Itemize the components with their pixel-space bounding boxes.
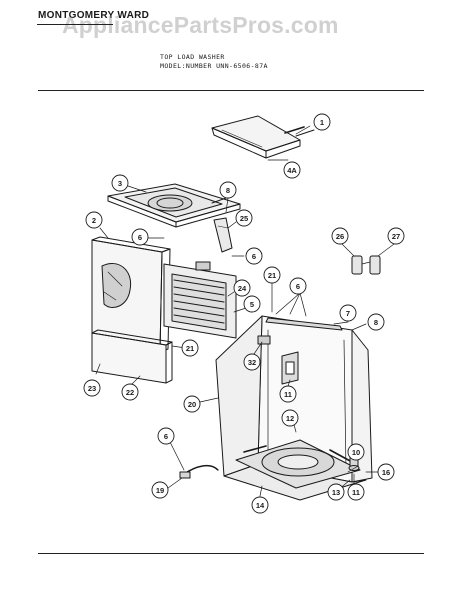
brand-name: MONTGOMERY WARD [38, 10, 150, 21]
callouts: 1 4A 3 8 2 25 6 6 21 24 5 7 6 8 26 27 21… [83, 113, 405, 514]
callout-1: 1 [313, 113, 331, 131]
title-line-1: TOP LOAD WASHER [160, 53, 225, 61]
svg-text:2: 2 [92, 216, 96, 225]
svg-text:6: 6 [296, 282, 300, 291]
svg-text:4A: 4A [287, 166, 297, 175]
svg-text:20: 20 [188, 400, 196, 409]
callout-24: 24 [233, 279, 251, 297]
callout-11-a: 11 [279, 385, 297, 403]
svg-text:21: 21 [186, 344, 194, 353]
svg-text:14: 14 [256, 501, 265, 510]
callout-6-a: 6 [131, 228, 149, 246]
clip-part [257, 335, 271, 345]
callout-6-c: 6 [289, 277, 307, 295]
svg-text:10: 10 [352, 448, 360, 457]
callout-21-a: 21 [263, 266, 281, 284]
svg-text:26: 26 [336, 232, 344, 241]
callout-23: 23 [83, 379, 101, 397]
callout-4a: 4A [283, 161, 301, 179]
callout-26: 26 [331, 227, 349, 245]
callout-7: 7 [339, 304, 357, 322]
callout-2: 2 [85, 211, 103, 229]
callout-6-d: 6 [157, 427, 175, 445]
callout-32: 32 [243, 353, 261, 371]
svg-text:27: 27 [392, 232, 400, 241]
svg-text:21: 21 [268, 271, 276, 280]
svg-text:16: 16 [382, 468, 390, 477]
cabinet-top-rail [265, 317, 343, 331]
callout-8-top: 8 [219, 181, 237, 199]
callout-27: 27 [387, 227, 405, 245]
svg-text:6: 6 [252, 252, 256, 261]
top-divider [38, 90, 424, 91]
svg-text:7: 7 [346, 309, 350, 318]
callout-10: 10 [347, 443, 365, 461]
callout-8-right: 8 [367, 313, 385, 331]
svg-text:24: 24 [238, 284, 247, 293]
svg-text:32: 32 [248, 358, 256, 367]
louvred-panel [163, 261, 237, 339]
callout-3: 3 [111, 174, 129, 192]
control-console [211, 115, 315, 159]
callout-6-b: 6 [245, 247, 263, 265]
svg-text:25: 25 [240, 214, 248, 223]
lid-hinge-strip [213, 217, 233, 253]
callout-19: 19 [151, 481, 169, 499]
washer-cabinet [215, 315, 373, 501]
callout-5: 5 [243, 295, 261, 313]
lower-kick-panel [91, 329, 173, 384]
top-cover [107, 183, 241, 228]
svg-text:8: 8 [226, 186, 230, 195]
callout-25: 25 [235, 209, 253, 227]
bottom-divider [38, 553, 424, 554]
callout-21-b: 21 [181, 339, 199, 357]
header-rule [37, 24, 113, 25]
svg-text:6: 6 [138, 233, 142, 242]
callout-13: 13 [327, 483, 345, 501]
cabinet-bracket [281, 351, 299, 385]
callout-16: 16 [377, 463, 395, 481]
callout-14: 14 [251, 496, 269, 514]
hose-assembly [179, 464, 219, 479]
svg-text:8: 8 [374, 318, 378, 327]
svg-text:22: 22 [126, 388, 134, 397]
svg-text:6: 6 [164, 432, 168, 441]
svg-text:13: 13 [332, 488, 340, 497]
clips-26-27 [351, 255, 381, 275]
svg-text:3: 3 [118, 179, 122, 188]
svg-text:11: 11 [284, 390, 292, 399]
title-line-2: MODEL:NUMBER UNN-6506-87A [160, 62, 268, 70]
svg-text:19: 19 [156, 486, 164, 495]
callout-22: 22 [121, 383, 139, 401]
svg-text:5: 5 [250, 300, 254, 309]
svg-text:11: 11 [352, 488, 360, 497]
svg-text:1: 1 [320, 118, 324, 127]
watermark-text: AppliancePartsPros.com [62, 12, 339, 38]
callout-11-b: 11 [347, 483, 365, 501]
callout-12: 12 [281, 409, 299, 427]
svg-text:12: 12 [286, 414, 294, 423]
svg-text:23: 23 [88, 384, 96, 393]
callout-20: 20 [183, 395, 201, 413]
